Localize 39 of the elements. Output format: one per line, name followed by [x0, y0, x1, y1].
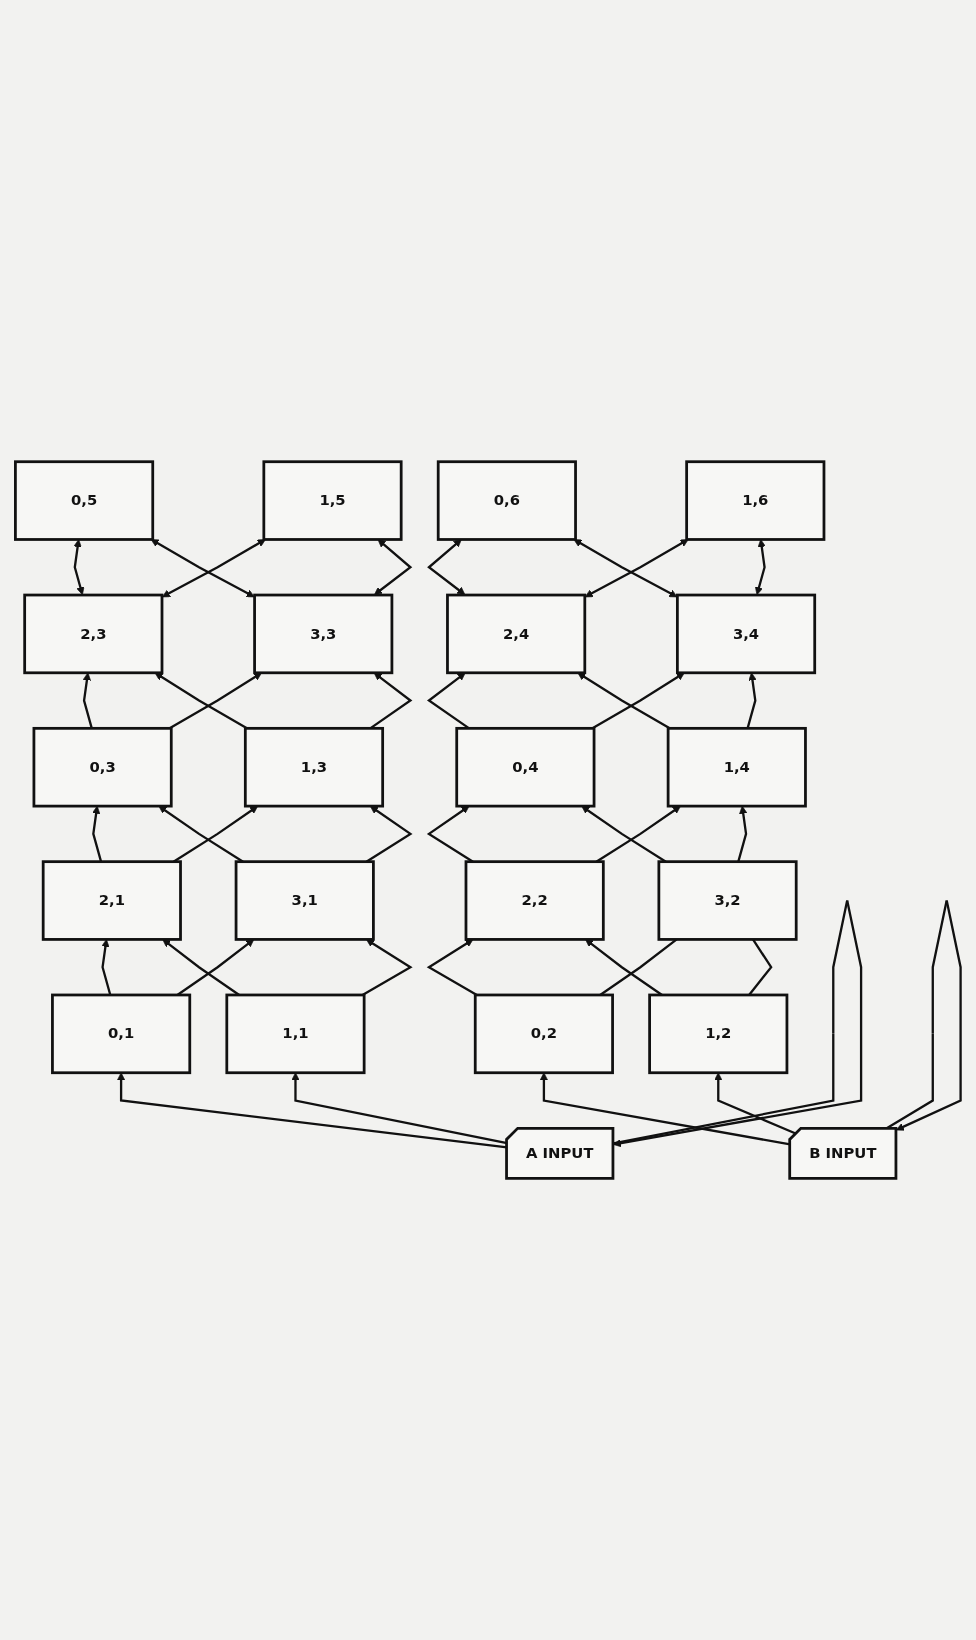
- node-box: 0,6: [436, 460, 577, 541]
- arrow: [584, 539, 689, 598]
- node-box: 0,2: [473, 993, 614, 1075]
- arrow: [577, 672, 671, 730]
- node-box: 1,2: [648, 993, 789, 1075]
- node-box: 1,6: [685, 460, 826, 541]
- arrow: [82, 672, 93, 729]
- node-box: 0,5: [14, 460, 155, 541]
- arrow: [374, 539, 413, 596]
- arrow: [154, 672, 248, 730]
- arrow: [591, 672, 685, 730]
- arrow: [613, 900, 863, 1148]
- node-box: 0,3: [32, 726, 173, 808]
- node-box: 2,1: [41, 860, 182, 941]
- arrow: [73, 539, 85, 596]
- arrow: [755, 539, 766, 596]
- arrow: [746, 672, 757, 729]
- node-box: 1,4: [666, 726, 807, 808]
- arrow: [427, 539, 466, 596]
- node-box: 3,3: [253, 593, 394, 675]
- arrow: [169, 672, 262, 730]
- node-box: 1,3: [243, 726, 385, 808]
- node-box: 2,2: [464, 860, 605, 941]
- node-box: 2,3: [23, 593, 164, 675]
- node-box: 0,4: [455, 726, 596, 808]
- arrow: [361, 939, 413, 996]
- arrow: [150, 539, 255, 598]
- node-box: 1,1: [225, 993, 366, 1075]
- arrow: [161, 539, 266, 598]
- node-box: 2,4: [446, 593, 587, 675]
- arrow: [426, 939, 478, 996]
- node-box: 3,1: [234, 860, 375, 941]
- node-box: 1,5: [262, 460, 403, 541]
- node-box: 3,4: [676, 593, 817, 675]
- node-box: 0,1: [51, 993, 192, 1075]
- arrow: [714, 1072, 797, 1135]
- arrow: [885, 900, 962, 1131]
- arrow: [573, 539, 678, 598]
- node-box: 3,2: [657, 860, 798, 941]
